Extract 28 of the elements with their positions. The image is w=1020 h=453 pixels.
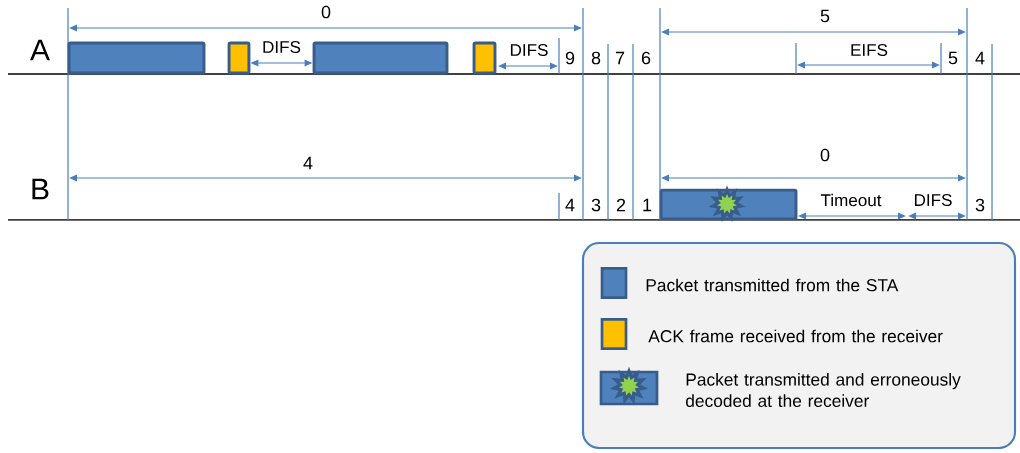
interval-label: Timeout — [820, 193, 882, 207]
duration-label: 3 — [975, 198, 985, 212]
legend-text: ACK frame received from the receiver — [648, 329, 943, 343]
duration-label: 9 — [565, 51, 575, 65]
duration-label: 4 — [565, 198, 575, 212]
interval-label: DIFS — [510, 43, 548, 57]
legend-text: Packet transmitted from the STA — [646, 278, 899, 292]
ack-box — [472, 41, 497, 75]
packet-box — [67, 41, 206, 75]
duration-label: 4 — [303, 156, 313, 170]
duration-label: 0 — [820, 148, 830, 162]
ack-box — [227, 41, 251, 75]
duration-label: 5 — [820, 9, 830, 23]
duration-label: 6 — [641, 51, 651, 65]
error-packet-box — [659, 185, 798, 222]
duration-label: 8 — [591, 51, 601, 65]
duration-label: 4 — [975, 51, 985, 65]
duration-label: 3 — [591, 198, 601, 212]
duration-label: 7 — [615, 51, 625, 65]
interval-label: DIFS — [915, 193, 952, 207]
interval-label: EIFS — [851, 43, 888, 57]
station-label: B — [32, 178, 49, 200]
legend-text: Packet transmitted and erroneously decoded at the receiver — [686, 372, 961, 408]
edge-label: DIFS — [263, 40, 301, 54]
duration-label: 0 — [321, 5, 331, 19]
duration-label: 5 — [948, 51, 958, 65]
packet-box — [312, 41, 449, 75]
duration-label: 2 — [616, 198, 626, 212]
